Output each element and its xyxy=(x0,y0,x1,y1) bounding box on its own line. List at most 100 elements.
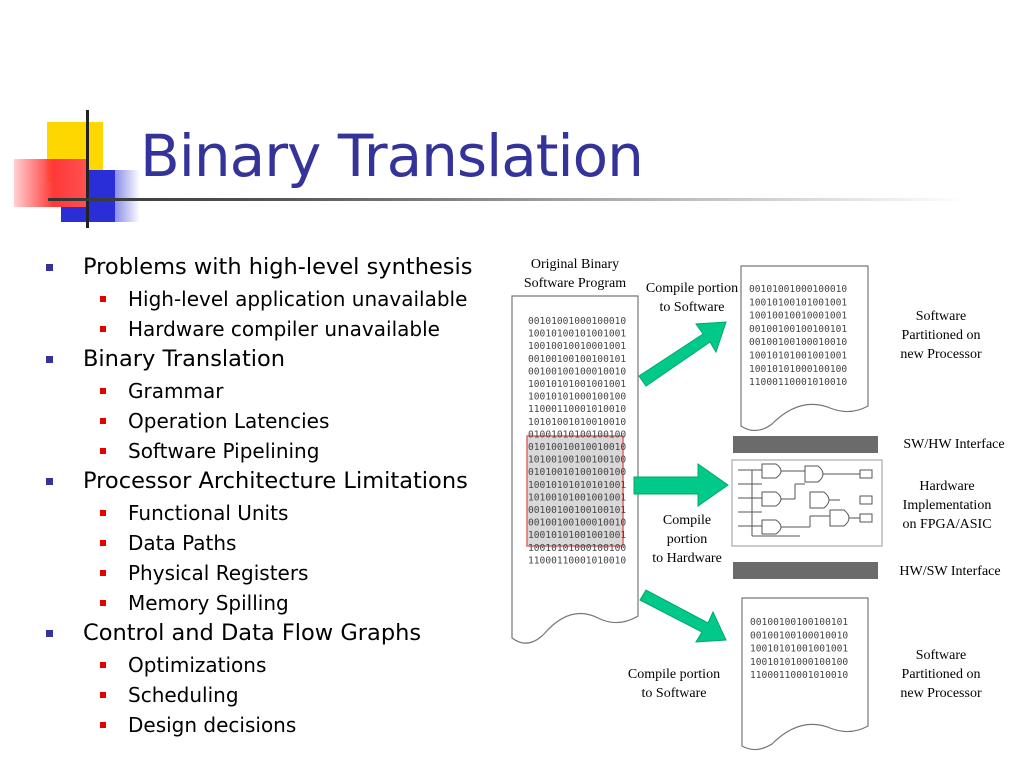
slide-logo-decoration xyxy=(0,0,160,240)
bullet-text: Problems with high-level synthesis xyxy=(83,254,473,280)
diagram-canvas: 0010100100010001010010100101001001100100… xyxy=(511,265,883,751)
binary-line: 11000110001010010 xyxy=(528,404,626,415)
sub-bullet-item: Physical Registers xyxy=(44,558,494,588)
sub-bullet-marker xyxy=(100,418,106,424)
label-line: Implementation xyxy=(902,498,992,513)
bullet-marker xyxy=(46,478,53,485)
sub-bullet-item: Memory Spilling xyxy=(44,588,494,618)
label-line: new Processor xyxy=(900,686,982,701)
sub-bullet-item: Data Paths xyxy=(44,528,494,558)
sub-bullet-marker xyxy=(100,570,106,576)
binary-line: 11000110001010010 xyxy=(749,377,847,388)
software-document-bottom xyxy=(741,597,869,751)
sw-partitioned-bottom-label: Software Partitioned on new Processor xyxy=(880,646,1002,703)
sw-hw-interface-label: SW/HW Interface xyxy=(903,437,1005,452)
sub-bullet-text: Functional Units xyxy=(128,501,289,525)
binary-line: 01010010100100100 xyxy=(528,467,626,478)
binary-line: 11000110001010010 xyxy=(750,670,848,681)
sub-bullet-item: Optimizations xyxy=(44,650,494,680)
binary-line: 00100100100010010 xyxy=(750,630,848,641)
bullet-item: Processor Architecture Limitations xyxy=(44,466,494,498)
binary-line: 10010100101001001 xyxy=(749,297,847,308)
binary-line: 00101001000100010 xyxy=(749,284,847,295)
sub-bullet-item: Grammar xyxy=(44,376,494,406)
binary-line: 00100100100010010 xyxy=(528,366,626,377)
label-line: new Processor xyxy=(900,347,982,362)
sw-partitioned-top-label: Software Partitioned on new Processor xyxy=(880,307,1002,364)
binary-line: 00100100100100101 xyxy=(749,324,847,335)
sub-bullet-text: Physical Registers xyxy=(128,561,309,585)
label-line: Partitioned on xyxy=(901,328,981,343)
sub-bullet-marker xyxy=(100,540,106,546)
binary-line: 10010101001001001 xyxy=(750,644,848,655)
sub-bullet-text: Grammar xyxy=(128,379,224,403)
label-line: Hardware xyxy=(919,479,975,494)
binary-line: 10010101000100100 xyxy=(749,364,847,375)
sub-bullet-item: Operation Latencies xyxy=(44,406,494,436)
binary-line: 10010010010001001 xyxy=(528,341,626,352)
hw-impl-label: Hardware Implementation on FPGA/ASIC xyxy=(888,477,1006,534)
compile-hw-label: Compile portion to Hardware xyxy=(640,511,734,568)
sub-bullet-text: Hardware compiler unavailable xyxy=(128,317,440,341)
binary-line: 10010101001001001 xyxy=(528,530,626,541)
bullet-text: Processor Architecture Limitations xyxy=(83,468,468,494)
sub-bullet-text: Software Pipelining xyxy=(128,439,320,463)
arrow-to-software-top xyxy=(638,321,727,387)
sub-bullet-item: Hardware compiler unavailable xyxy=(44,314,494,344)
bullet-item: Binary Translation xyxy=(44,344,494,376)
binary-line: 10010010010001001 xyxy=(749,311,847,322)
label-line: Compile portion xyxy=(645,281,739,296)
title-underline xyxy=(48,198,968,201)
hardware-portion-highlight xyxy=(526,435,624,547)
arrow-to-software-bottom xyxy=(639,589,727,643)
binary-line: 10010101001001001 xyxy=(749,351,847,362)
hardware-circuit xyxy=(731,459,883,547)
bullet-list: Problems with high-level synthesis High-… xyxy=(44,252,494,740)
binary-line: 10010101000100100 xyxy=(750,657,848,668)
sub-bullet-marker xyxy=(100,662,106,668)
binary-line: 10010100101001001 xyxy=(528,329,626,340)
sub-bullet-text: High-level application unavailable xyxy=(128,287,468,311)
hw-sw-interface-label: HW/SW Interface xyxy=(899,564,1001,579)
sub-bullet-item: High-level application unavailable xyxy=(44,284,494,314)
binary-line: 11000110001010010 xyxy=(528,555,626,566)
binary-line: 00101001000100010 xyxy=(528,316,626,327)
sub-bullet-text: Operation Latencies xyxy=(128,409,330,433)
sw-hw-interface-bar xyxy=(733,436,878,453)
sub-bullet-item: Scheduling xyxy=(44,680,494,710)
compile-sw-bottom-label: Compile portion to Software xyxy=(620,665,728,703)
sub-bullet-text: Data Paths xyxy=(128,531,237,555)
binary-line: 01001010100100100 xyxy=(528,429,626,440)
sub-bullet-marker xyxy=(100,600,106,606)
software-bottom-binary-lines: 00100100100100101 00100100100010010 100101… xyxy=(750,617,848,681)
label-line: Software xyxy=(915,648,967,663)
sub-bullet-text: Optimizations xyxy=(128,653,267,677)
bullet-item: Control and Data Flow Graphs xyxy=(44,618,494,650)
label-line: portion xyxy=(666,532,708,547)
binary-line: 00100100100100101 xyxy=(528,505,626,516)
label-line: Software xyxy=(915,309,967,324)
compile-sw-top-label: Compile portion to Software xyxy=(640,279,744,317)
label-line: Software Program xyxy=(523,276,627,291)
label-line: to Software xyxy=(659,300,725,315)
sub-bullet-marker xyxy=(100,448,106,454)
sub-bullet-marker xyxy=(100,510,106,516)
sub-bullet-item: Functional Units xyxy=(44,498,494,528)
label-line: Compile portion xyxy=(627,667,721,682)
original-program-label: Original Binary Software Program xyxy=(512,255,638,293)
binary-line: 00100100100100101 xyxy=(750,617,848,628)
bullet-text: Binary Translation xyxy=(83,346,286,372)
label-line: to Software xyxy=(641,686,707,701)
label-line: Original Binary xyxy=(530,257,620,272)
software-top-binary-lines: 00101001000100010 10010100101001001 100100… xyxy=(749,284,847,388)
label-line: on FPGA/ASIC xyxy=(902,517,992,532)
sub-bullet-item: Design decisions xyxy=(44,710,494,740)
binary-line: 10010101001001001 xyxy=(528,379,626,390)
sub-bullet-text: Memory Spilling xyxy=(128,591,289,615)
hw-sw-interface-bar xyxy=(733,562,878,579)
label-line: Compile xyxy=(662,513,712,528)
software-document-top xyxy=(740,265,869,432)
logo-vertical-line xyxy=(86,110,89,228)
sub-bullet-marker xyxy=(100,296,106,302)
